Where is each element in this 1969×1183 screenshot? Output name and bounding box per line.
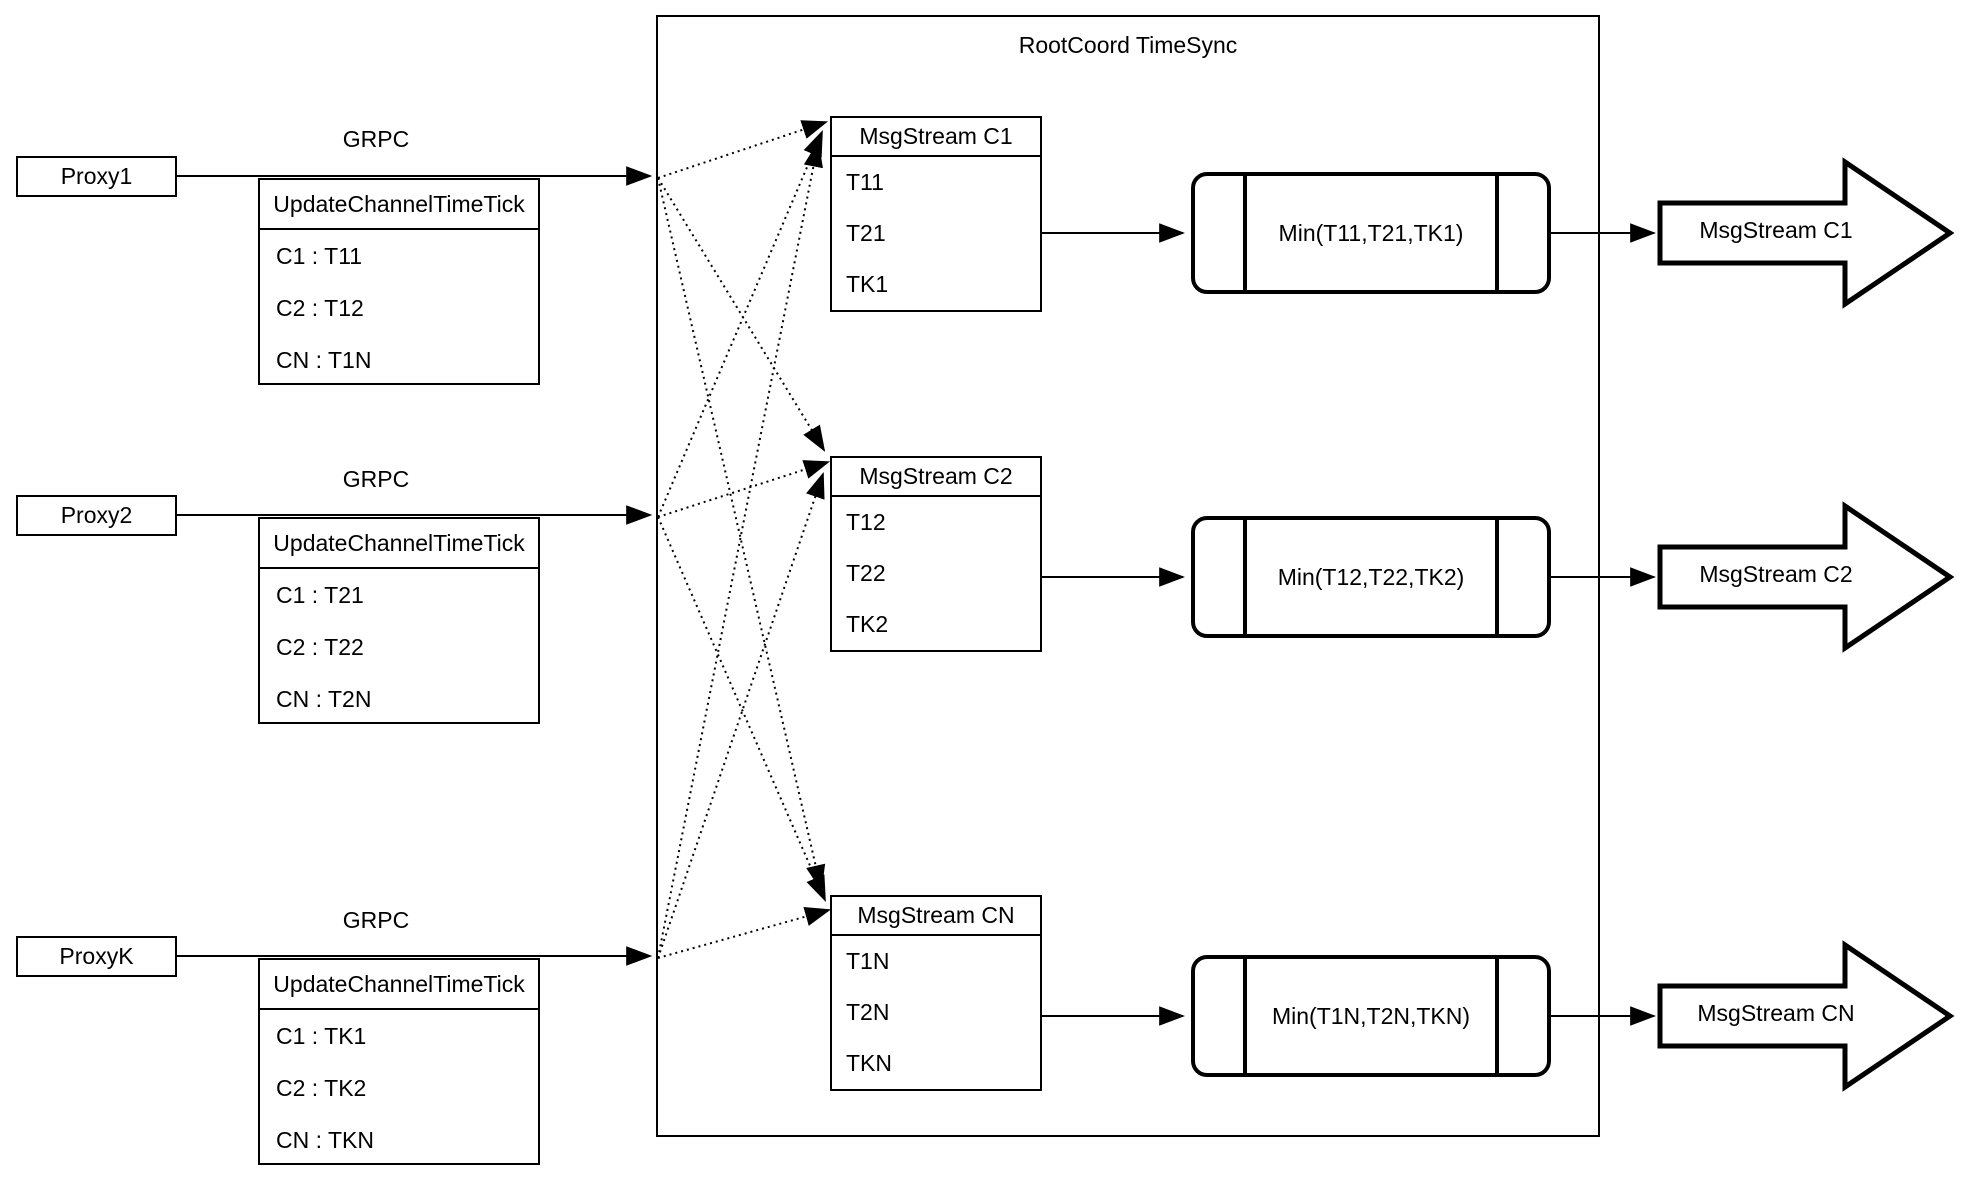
grpc-label: GRPC	[342, 126, 410, 152]
proxy-label: ProxyK	[59, 943, 134, 969]
output-arrow-label: MsgStream CN	[1697, 1000, 1855, 1026]
table-header: UpdateChannelTimeTick	[260, 519, 538, 569]
process-divider	[1243, 959, 1247, 1073]
msgstream-table: MsgStream C1 T11 T21 TK1	[830, 116, 1042, 312]
table-row: T1N	[846, 948, 890, 974]
table-row: T11	[846, 169, 884, 195]
table-row: CN : T2N	[276, 685, 372, 712]
msgstream-table: MsgStream CN T1N T2N TKN	[830, 895, 1042, 1091]
proxy-box: ProxyK	[16, 936, 177, 977]
rootcoord-title: RootCoord TimeSync	[1018, 32, 1238, 58]
table-row: CN : T1N	[276, 346, 372, 373]
grpc-label: GRPC	[342, 907, 410, 933]
table-row: C2 : T22	[276, 633, 364, 660]
proxy-label: Proxy1	[60, 163, 133, 189]
output-arrow-label: MsgStream C1	[1699, 217, 1853, 243]
table-row: T2N	[846, 999, 890, 1025]
min-label: Min(T1N,T2N,TKN)	[1271, 1002, 1471, 1029]
table-header: MsgStream CN	[832, 897, 1040, 936]
table-row: TK1	[846, 271, 889, 297]
output-arrow-label: MsgStream C2	[1699, 561, 1853, 587]
table-row: CN : TKN	[276, 1126, 374, 1153]
proxy-box: Proxy2	[16, 495, 177, 536]
min-process-box: Min(T12,T22,TK2)	[1191, 516, 1551, 638]
table-row: C2 : T12	[276, 294, 364, 321]
min-label: Min(T11,T21,TK1)	[1278, 219, 1464, 246]
table-header: MsgStream C2	[832, 458, 1040, 497]
update-timetick-table: UpdateChannelTimeTick C1 : TK1 C2 : TK2 …	[258, 958, 540, 1165]
table-row: T22	[846, 560, 886, 586]
min-label: Min(T12,T22,TK2)	[1277, 563, 1465, 590]
table-header: UpdateChannelTimeTick	[260, 180, 538, 230]
proxy-label: Proxy2	[60, 502, 133, 528]
msgstream-table: MsgStream C2 T12 T22 TK2	[830, 456, 1042, 652]
table-row: T12	[846, 509, 886, 535]
table-row: C1 : T11	[276, 242, 363, 269]
table-row: C1 : T21	[276, 581, 364, 608]
process-divider	[1243, 176, 1247, 290]
table-row: C2 : TK2	[276, 1074, 367, 1101]
process-divider	[1495, 176, 1499, 290]
proxy-box: Proxy1	[16, 156, 177, 197]
process-divider	[1243, 520, 1247, 634]
table-row: C1 : TK1	[276, 1022, 367, 1049]
table-row: T21	[846, 220, 886, 246]
min-process-box: Min(T11,T21,TK1)	[1191, 172, 1551, 294]
process-divider	[1495, 959, 1499, 1073]
table-header: MsgStream C1	[832, 118, 1040, 157]
process-divider	[1495, 520, 1499, 634]
table-row: TK2	[846, 611, 889, 637]
min-process-box: Min(T1N,T2N,TKN)	[1191, 955, 1551, 1077]
grpc-label: GRPC	[342, 466, 410, 492]
table-row: TKN	[846, 1050, 892, 1076]
table-header: UpdateChannelTimeTick	[260, 960, 538, 1010]
update-timetick-table: UpdateChannelTimeTick C1 : T11 C2 : T12 …	[258, 178, 540, 385]
update-timetick-table: UpdateChannelTimeTick C1 : T21 C2 : T22 …	[258, 517, 540, 724]
